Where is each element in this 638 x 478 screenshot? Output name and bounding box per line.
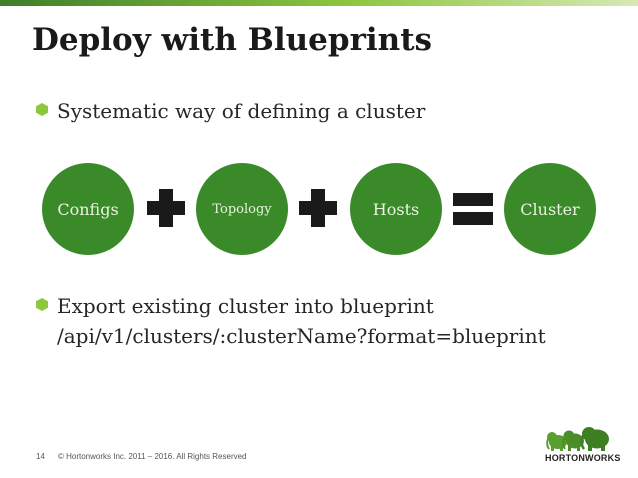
- elephants-icon: [546, 427, 609, 451]
- hexagon-bullet-icon: [36, 298, 48, 311]
- bullet-item: Export existing cluster into blueprint /…: [36, 291, 546, 351]
- bullet-text-line: Export existing cluster into blueprint: [57, 294, 434, 318]
- page-number: 14: [36, 452, 45, 461]
- hortonworks-logo: HORTONWORKS: [545, 424, 621, 466]
- topology-node: Topology: [196, 163, 288, 255]
- plus-icon: [299, 189, 337, 227]
- bullet-text: Systematic way of defining a cluster: [57, 99, 426, 123]
- top-accent-bar: [0, 0, 638, 6]
- copyright-text: © Hortonworks Inc. 2011 – 2016. All Righ…: [58, 452, 247, 461]
- slide-title: Deploy with Blueprints: [32, 22, 432, 58]
- hexagon-bullet-icon: [36, 103, 48, 116]
- node-label: Topology: [212, 201, 272, 217]
- api-path-text: /api/v1/clusters/:clusterName?format=blu…: [57, 324, 546, 348]
- equals-icon: [453, 193, 493, 225]
- logo-text: HORTONWORKS: [545, 453, 621, 463]
- hosts-node: Hosts: [350, 163, 442, 255]
- node-label: Configs: [57, 199, 119, 219]
- bullet-item: Systematic way of defining a cluster: [36, 96, 425, 126]
- cluster-node: Cluster: [504, 163, 596, 255]
- configs-node: Configs: [42, 163, 134, 255]
- node-label: Cluster: [520, 199, 580, 219]
- plus-icon: [147, 189, 185, 227]
- node-label: Hosts: [372, 199, 420, 219]
